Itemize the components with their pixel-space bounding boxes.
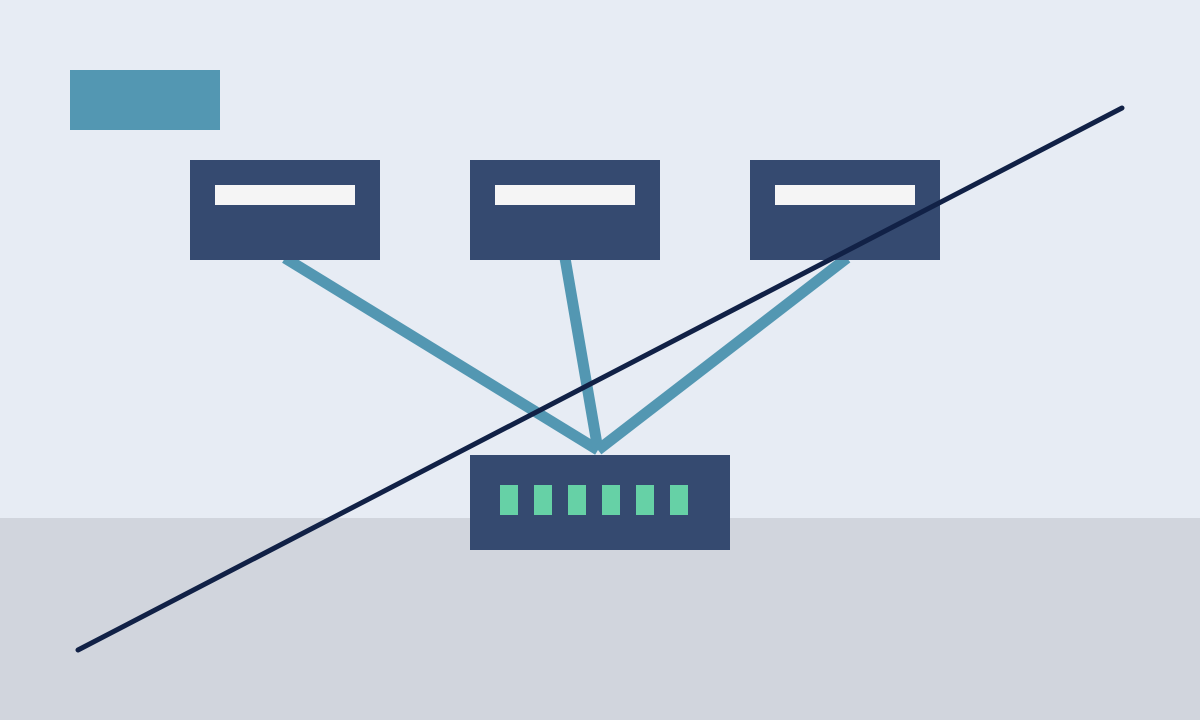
device-node-1 [190, 160, 380, 260]
network-switch [470, 455, 730, 550]
connection-lines [282, 253, 851, 455]
switch-port [602, 485, 620, 515]
device-body [750, 160, 940, 260]
device-body [470, 160, 660, 260]
connection-line-device-1 [282, 253, 601, 455]
connection-line-device-2 [559, 257, 604, 451]
connection-line-device-3 [594, 253, 851, 455]
floor-band [0, 518, 1200, 720]
device-label-bar [775, 185, 915, 205]
device-node-2 [470, 160, 660, 260]
switch-port [534, 485, 552, 515]
switch-ports [500, 485, 688, 515]
switch-port [670, 485, 688, 515]
header-block [70, 70, 220, 130]
device-body [190, 160, 380, 260]
device-label-bar [495, 185, 635, 205]
diagonal-overlay-line [75, 105, 1125, 653]
switch-port [500, 485, 518, 515]
switch-port [568, 485, 586, 515]
device-label-bar [215, 185, 355, 205]
switch-port [636, 485, 654, 515]
device-node-3 [750, 160, 940, 260]
